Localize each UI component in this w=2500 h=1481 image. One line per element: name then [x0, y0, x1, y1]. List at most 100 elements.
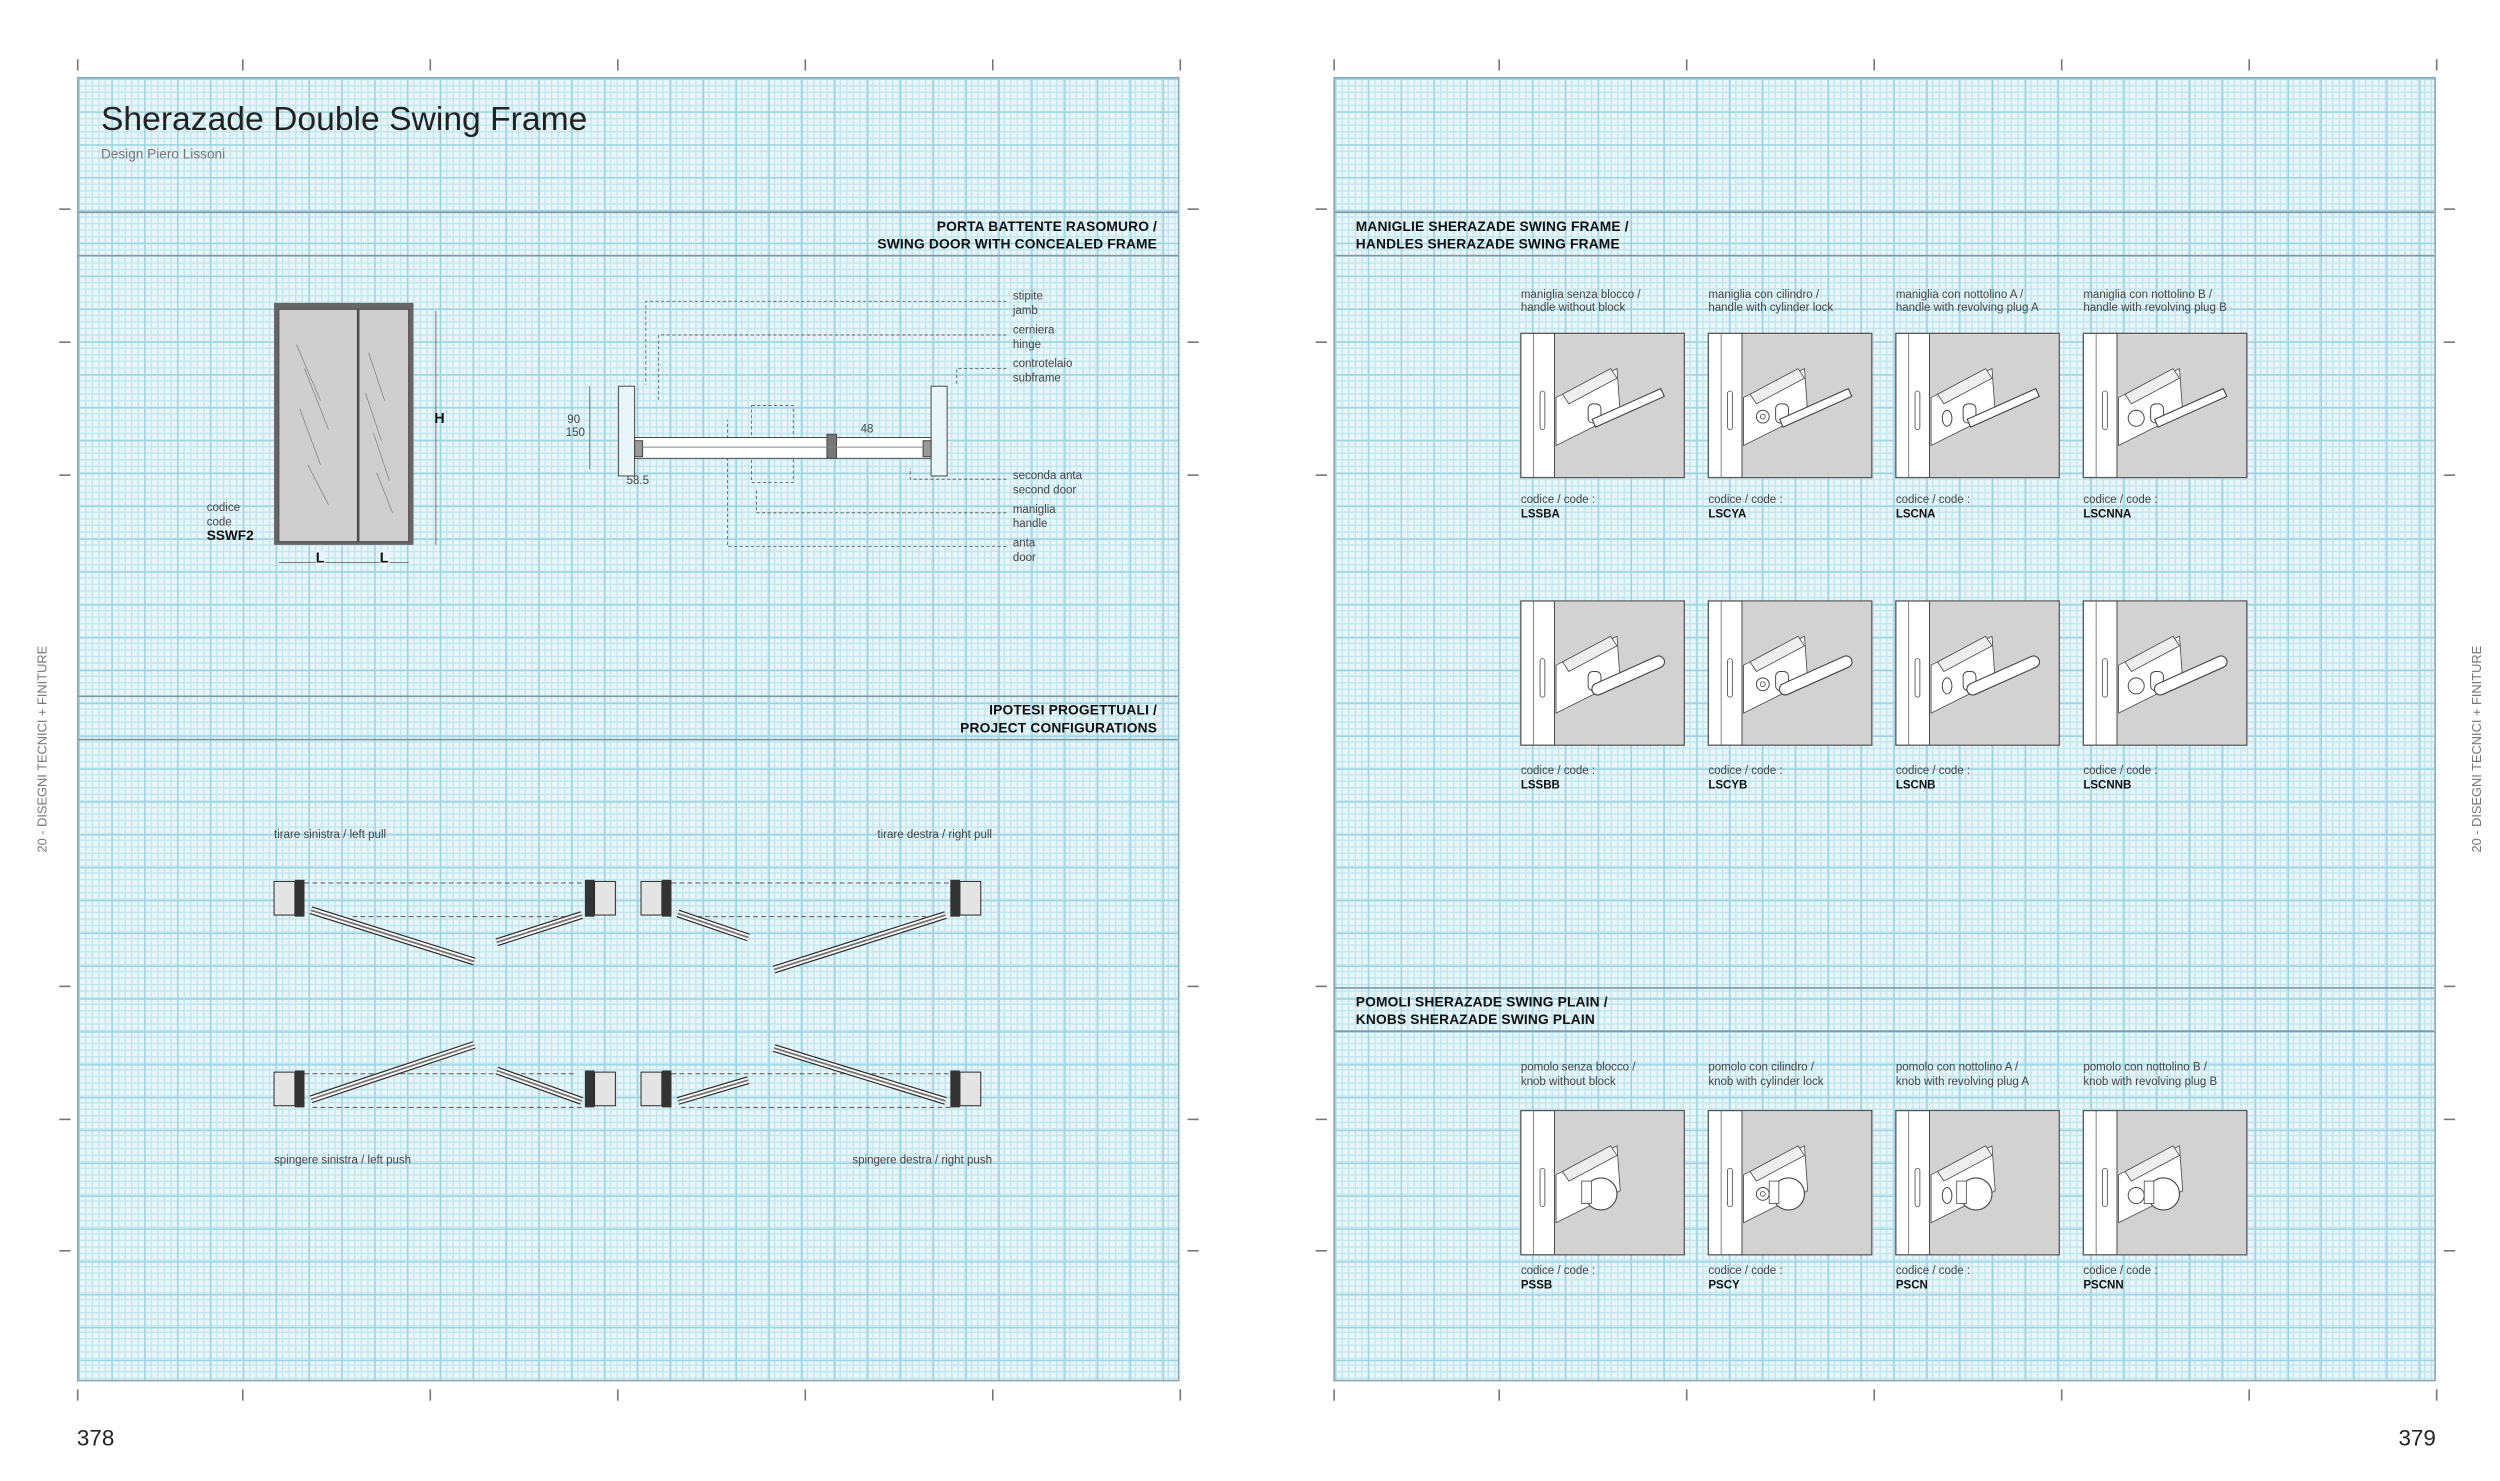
handle-code: LSSBB: [1520, 777, 1560, 792]
code-label-it: codice: [206, 499, 241, 515]
knob-type-label-en: knob with revolving plug B: [2083, 1073, 2218, 1089]
callout-label-it: maniglia: [1012, 501, 1056, 517]
knob-code: PSCN: [1895, 1277, 1928, 1292]
crop-mark: [429, 59, 431, 71]
width-dimension-label: L: [315, 549, 325, 566]
crop-mark: [59, 341, 71, 343]
section-title-it: PORTA BATTENTE RASOMURO /: [936, 217, 1158, 234]
callout-label-it: cerniera: [1012, 322, 1055, 337]
height-dimension-label: H: [434, 410, 445, 427]
handle-type-label-en: handle with revolving plug B: [2083, 299, 2227, 315]
section-title-en: PROJECT CONFIGURATIONS: [960, 719, 1158, 736]
knob-code: PSCY: [1708, 1277, 1740, 1292]
designer-credit: Design Piero Lissoni: [100, 145, 226, 162]
crop-mark: [2248, 1389, 2250, 1401]
crop-mark: [1187, 985, 1199, 987]
crop-mark: [804, 59, 806, 71]
knob-illustration: [2082, 1109, 2248, 1256]
crop-mark: [1179, 59, 1181, 71]
config-label-right-push: spingere destra / right push: [852, 1152, 992, 1167]
crop-mark: [1315, 341, 1327, 343]
crop-mark: [991, 59, 993, 71]
crop-mark: [2435, 1389, 2437, 1401]
section-header-configurations: IPOTESI PROGETTUALI / PROJECT CONFIGURAT…: [78, 695, 1178, 741]
crop-mark: [59, 985, 71, 987]
crop-mark: [1187, 1249, 1199, 1251]
knob-illustration: [1707, 1109, 1873, 1256]
dimension-48: 48: [860, 421, 874, 436]
section-title-en: HANDLES SHERAZADE SWING FRAME: [1355, 235, 1620, 252]
code-label: codice / code :: [1708, 1262, 1783, 1278]
crop-mark: [429, 1389, 431, 1401]
crop-mark: [1187, 1118, 1199, 1120]
crop-mark: [1187, 341, 1199, 343]
config-label-right-pull: tirare destra / right pull: [877, 826, 992, 842]
crop-mark: [76, 59, 78, 71]
code-label: codice / code :: [2083, 762, 2158, 778]
crop-mark: [1315, 208, 1327, 210]
callout-label-it: controtelaio: [1012, 355, 1073, 371]
crop-mark: [59, 208, 71, 210]
door-leaf: [309, 1041, 476, 1104]
door-leaf-right: [358, 308, 410, 543]
crop-mark: [804, 1389, 806, 1401]
crop-mark: [1333, 1389, 1335, 1401]
knob-type-label-it: pomolo senza blocco /: [1520, 1059, 1636, 1074]
page-number-right: 379: [2398, 1424, 2436, 1451]
width-dimension-label: L: [379, 549, 389, 566]
section-title-en: SWING DOOR WITH CONCEALED FRAME: [877, 235, 1158, 252]
door-leaf: [495, 911, 583, 947]
knob-type-label-it: pomolo con nottolino A /: [1895, 1059, 2019, 1074]
code-label: codice / code :: [1520, 1262, 1596, 1278]
handle-illustration: [1520, 600, 1685, 746]
product-code: SSWF2: [206, 527, 254, 544]
knob-type-label-en: knob without block: [1520, 1073, 1616, 1089]
code-label: codice / code :: [1520, 762, 1596, 778]
handle-type-label-it: maniglia con nottolino B /: [2083, 286, 2213, 302]
crop-mark: [1333, 59, 1335, 71]
section-title-it: IPOTESI PROGETTUALI /: [989, 701, 1158, 718]
handle-type-label-en: handle with cylinder lock: [1708, 299, 1834, 315]
door-leaf-left: [278, 308, 358, 543]
code-label: codice / code :: [2083, 491, 2158, 507]
callout-label-en: jamb: [1012, 302, 1038, 318]
code-label-en: code: [206, 514, 232, 529]
crop-mark: [991, 1389, 993, 1401]
handle-type-label-en: handle without block: [1520, 299, 1626, 315]
knob-illustration: [1520, 1109, 1685, 1256]
wall-jamb: [273, 879, 305, 917]
side-section-label-left: 20 - DISEGNI TECNICI + FINITURE: [35, 645, 50, 853]
crop-mark: [2443, 474, 2456, 476]
crop-mark: [2443, 208, 2456, 210]
callout-label-en: door: [1012, 549, 1036, 565]
crop-mark: [1873, 1389, 1875, 1401]
code-label: codice / code :: [1895, 1262, 1971, 1278]
handle-code: LSCNNB: [2083, 777, 2132, 792]
handle-type-label-it: maniglia con nottolino A /: [1895, 286, 2024, 302]
crop-mark: [2443, 1118, 2456, 1120]
crop-mark: [2443, 341, 2456, 343]
handle-code: LSSBA: [1520, 506, 1560, 521]
crop-mark: [2248, 59, 2250, 71]
callout-label-en: hinge: [1012, 336, 1042, 351]
crop-mark: [2060, 1389, 2062, 1401]
code-label: codice / code :: [1520, 491, 1596, 507]
config-label-left-push: spingere sinistra / left push: [274, 1152, 412, 1167]
wall-jamb: [640, 879, 672, 917]
crop-mark: [1498, 59, 1500, 71]
handle-illustration: [1520, 332, 1685, 479]
handle-code: LSCNB: [1895, 777, 1936, 792]
dimension-58-5: 58.5: [626, 472, 650, 488]
knob-type-label-it: pomolo con nottolino B /: [2083, 1059, 2207, 1074]
door-leaf: [309, 906, 476, 966]
crop-mark: [1498, 1389, 1500, 1401]
door-leaf: [495, 1066, 584, 1105]
crop-mark: [1187, 474, 1199, 476]
crop-mark: [1179, 1389, 1181, 1401]
crop-mark: [59, 1118, 71, 1120]
callout-label-it: seconda anta: [1012, 467, 1083, 483]
crop-mark: [2435, 59, 2437, 71]
